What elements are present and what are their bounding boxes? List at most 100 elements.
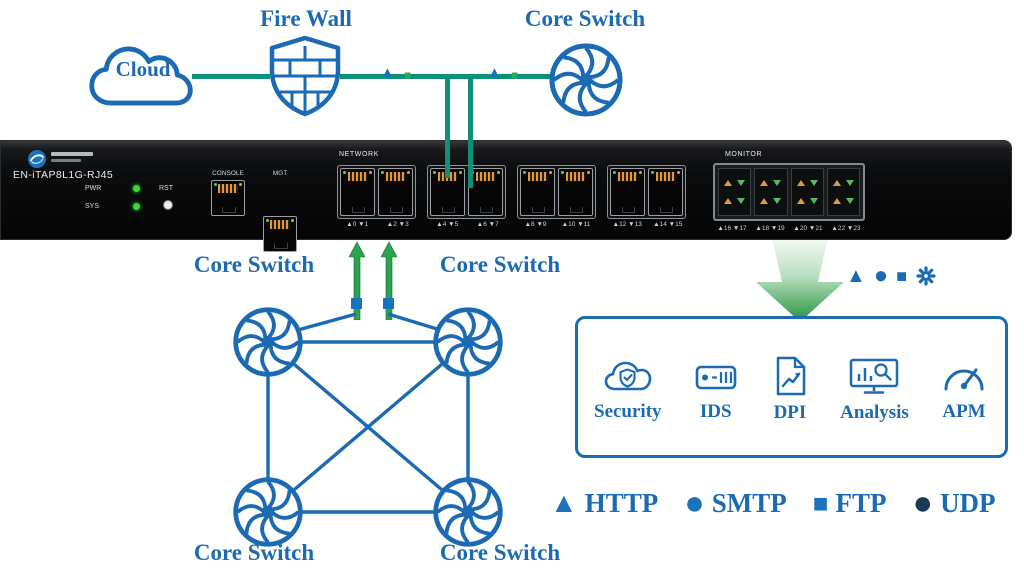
- port-label-0-1: ▲0 ▼1: [346, 221, 369, 228]
- console-rj45-port: [211, 180, 245, 216]
- legend-item-smtp: ● SMTP: [684, 486, 787, 520]
- tool-security: Security: [594, 356, 662, 423]
- connector-cloud-firewall: [192, 74, 270, 79]
- tool-apm: APM: [939, 356, 989, 423]
- port-label-14-15: ▲14 ▼15: [653, 221, 683, 228]
- rj45-port-0-1: [340, 168, 375, 216]
- pwr-led: [133, 185, 140, 192]
- cloud-label: Cloud: [115, 57, 171, 81]
- flower-icon: [916, 266, 936, 286]
- port-label-2-3: ▲2 ▼3: [386, 221, 409, 228]
- document-inspection-icon: [776, 356, 806, 395]
- rj45-port-8-9: [520, 168, 555, 216]
- ftp-square-marker: ■: [511, 68, 519, 82]
- top-core-switch-icon: [546, 40, 626, 120]
- tool-label: Security: [594, 400, 662, 422]
- protocol-symbols-row: ▲ ● ■: [846, 264, 937, 288]
- tool-analysis: Analysis: [840, 355, 909, 424]
- device-model-label: EN-iTAP8L1G-RJ45: [13, 169, 114, 181]
- ids-appliance-icon: [695, 365, 737, 389]
- brand-tagline-text: [51, 159, 81, 162]
- sys-led-label: SYS: [85, 203, 100, 210]
- pwr-led-label: PWR: [85, 185, 102, 192]
- tap-device-front-panel: EN-iTAP8L1G-RJ45 PWR SYS RST CONSOLE MGT…: [0, 140, 1012, 252]
- network-port-group-3: [517, 165, 596, 219]
- sys-led: [133, 203, 140, 210]
- firewall-shield-icon: [269, 35, 341, 117]
- sfp-slot-16-17: [718, 168, 752, 216]
- network-port-group-4: [607, 165, 686, 219]
- tool-label: Analysis: [840, 401, 909, 423]
- triangle-icon: ▲: [550, 487, 578, 518]
- core-switch-icon-bottom-left: [236, 480, 301, 545]
- http-triangle-marker: ▲: [380, 64, 395, 81]
- rj45-port-2-3: [378, 168, 413, 216]
- mgt-port-label: MGT: [272, 170, 288, 177]
- rj45-port-12-13: [610, 168, 645, 216]
- legend-item-ftp: ■ FTP: [812, 487, 887, 518]
- protocol-legend: ▲ HTTP ● SMTP ■ FTP ● UDP: [550, 482, 996, 524]
- port-label-10-11: ▲10 ▼11: [561, 221, 591, 228]
- rj45-port-6-7: [468, 168, 503, 216]
- http-triangle-marker: ▲: [487, 64, 502, 81]
- legend-label: FTP: [835, 487, 887, 518]
- console-port-label: CONSOLE: [212, 170, 244, 177]
- mesh-label-bottom-right: Core Switch: [439, 540, 561, 565]
- sfp-slot-18-19: [754, 168, 788, 216]
- port-label-8-9: ▲8 ▼9: [524, 221, 547, 228]
- tool-label: APM: [942, 400, 986, 422]
- port-label-22-23: ▲22 ▼23: [831, 225, 861, 232]
- brand-logo-icon: [28, 150, 46, 168]
- legend-label: SMTP: [711, 487, 787, 518]
- tool-ids: IDS: [692, 356, 740, 423]
- network-section-label: NETWORK: [339, 151, 379, 158]
- tool-dpi: DPI: [770, 355, 810, 424]
- uplink-arrow-left: [349, 242, 365, 320]
- legend-item-udp: ● UDP: [913, 486, 996, 520]
- square-symbol: ■: [896, 266, 908, 286]
- circle-icon: ●: [684, 484, 705, 522]
- mgt-rj45-port: [263, 216, 297, 252]
- ftp-square-marker: ■: [404, 68, 412, 82]
- rst-label: RST: [159, 185, 173, 192]
- mesh-label-top-left: Core Switch: [193, 252, 315, 277]
- mesh-label-bottom-left: Core Switch: [193, 540, 315, 565]
- triangle-symbol: ▲: [846, 265, 866, 287]
- network-port-group-1: [337, 165, 416, 219]
- brand-name-text: [51, 152, 93, 156]
- legend-label: UDP: [940, 487, 996, 518]
- ftp-square-marker: [351, 298, 362, 309]
- sfp-monitor-cage: [713, 163, 865, 221]
- cloud-shield-icon: [604, 361, 652, 390]
- uplink-arrow-right: [381, 242, 397, 320]
- legend-label: HTTP: [584, 487, 659, 518]
- monitor-section-label: MONITOR: [725, 151, 763, 158]
- circle-symbol: ●: [873, 262, 889, 289]
- core-switch-mesh: [150, 240, 590, 570]
- top-core-switch-label: Core Switch: [524, 6, 646, 31]
- rj45-port-14-15: [648, 168, 683, 216]
- sfp-slot-20-21: [790, 168, 824, 216]
- sfp-slot-22-23: [826, 168, 860, 216]
- connector-drop-port5: [468, 74, 473, 188]
- core-switch-icon-top-right: [436, 310, 501, 375]
- tool-label: IDS: [699, 400, 732, 422]
- port-label-16-17: ▲16 ▼17: [717, 225, 747, 232]
- firewall-label: Fire Wall: [260, 6, 352, 31]
- core-switch-icon-top-left: [236, 310, 301, 375]
- port-label-4-5: ▲4 ▼5: [436, 221, 459, 228]
- reset-button[interactable]: [163, 200, 173, 210]
- gauge-icon: [944, 368, 984, 390]
- cloud-icon: [89, 46, 193, 106]
- circle-icon: ●: [912, 484, 934, 522]
- network-port-group-2: [427, 165, 506, 219]
- square-icon: ■: [812, 488, 829, 518]
- rj45-port-10-11: [558, 168, 593, 216]
- tool-label: DPI: [773, 401, 807, 423]
- monitor-tools-box: Security IDS DPI: [575, 316, 1008, 458]
- core-switch-icon-bottom-right: [436, 480, 501, 545]
- port-label-20-21: ▲20 ▼21: [793, 225, 823, 232]
- legend-item-http: ▲ HTTP: [550, 489, 658, 517]
- port-label-6-7: ▲6 ▼7: [476, 221, 499, 228]
